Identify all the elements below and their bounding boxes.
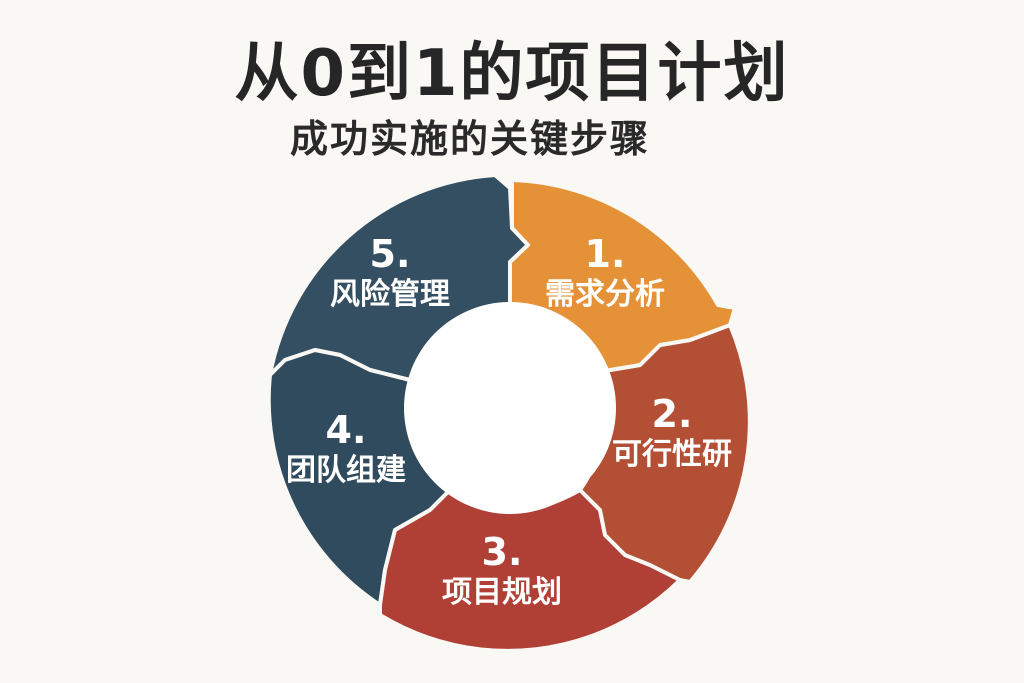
step-3-label: 3. 项目规划 [442, 530, 562, 612]
step-4-text: 团队组建 [286, 453, 406, 488]
page-title: 从0到1的项目计划 [234, 37, 790, 111]
step-3-text: 项目规划 [442, 575, 562, 610]
step-2-text: 可行性研 [612, 437, 732, 472]
step-2-number: 2. [651, 392, 693, 436]
step-5-label: 5. 风险管理 [330, 232, 450, 314]
step-5-text: 风险管理 [330, 277, 450, 312]
page-subtitle: 成功实施的关键步骤 [290, 117, 651, 161]
step-4-number: 4. [325, 408, 367, 452]
step-4-label: 4. 团队组建 [286, 408, 406, 490]
step-1-text: 需求分析 [545, 277, 665, 312]
step-5-number: 5. [369, 232, 411, 276]
step-1-label: 1. 需求分析 [545, 232, 665, 314]
step-3-number: 3. [481, 530, 523, 574]
step-1-number: 1. [584, 232, 626, 276]
step-2-label: 2. 可行性研 [612, 392, 732, 474]
center-hole [404, 302, 616, 514]
